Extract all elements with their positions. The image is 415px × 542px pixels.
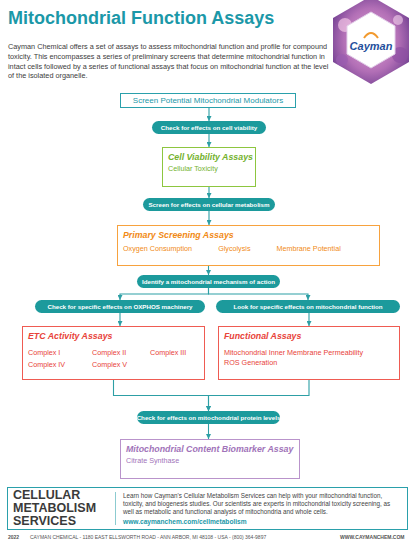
footer-address: CAYMAN CHEMICAL - 1180 EAST ELLSWORTH RO… bbox=[30, 534, 310, 540]
assay-item: ROS Generation bbox=[224, 358, 394, 368]
step-pill: Check for effects on mitochondrial prote… bbox=[137, 411, 280, 424]
assay-item: Complex III bbox=[150, 348, 199, 358]
cell-image bbox=[393, 15, 403, 25]
step-label-group: Check for effects on cell viability bbox=[161, 124, 257, 131]
services-title: CELLULAR METABOLISM SERVICES bbox=[13, 489, 111, 528]
services-band: CELLULAR METABOLISM SERVICES Learn how Ca… bbox=[7, 487, 408, 530]
assay-list: Complex IComplex IIComplex III Complex IV… bbox=[28, 348, 199, 370]
assay-list: Oxygen Consumption Glycolysis Membrane Pot… bbox=[123, 244, 374, 254]
page-title: Mitochondrial Function Assays bbox=[8, 8, 274, 29]
step-label: Screen for effects on cellular metabolis… bbox=[148, 201, 269, 208]
flow-arrow bbox=[209, 288, 309, 300]
cell-image bbox=[336, 54, 348, 66]
assay-item: Oxygen Consumption bbox=[123, 244, 192, 254]
assay-title: Mitochondrial Content Biomarker Assay bbox=[126, 444, 294, 455]
step-pill: Check for effects on cell viability bbox=[152, 121, 266, 134]
step-pill: Screen for effects on cellular metabolis… bbox=[143, 198, 275, 211]
intro-paragraph: Cayman Chemical offers a set of assays t… bbox=[8, 42, 330, 81]
step-pill: Check for specific effects on OXPHOS mac… bbox=[35, 300, 205, 313]
step-label-group: Look for specific effects on mitochondri… bbox=[233, 303, 382, 310]
flow-arrow bbox=[209, 380, 310, 411]
assay-item: Glycolysis bbox=[218, 244, 250, 254]
step-label: Check for effects on mitochondrial prote… bbox=[137, 414, 281, 421]
assay-item: Complex V bbox=[92, 360, 150, 370]
footer-year: 2022 bbox=[8, 534, 28, 540]
assay-list: Citrate Synthase bbox=[126, 456, 294, 466]
step-label: Check for specific effects on OXPHOS mac… bbox=[47, 303, 192, 310]
assay-title: Functional Assays bbox=[224, 331, 394, 342]
logo-mark bbox=[364, 33, 378, 38]
cell-image bbox=[338, 18, 352, 32]
step-label: Check for effects on cell viability bbox=[161, 124, 257, 131]
step-label-group: Identify a mitochondrial mechanism of ac… bbox=[142, 278, 275, 285]
assay-box: Primary Screening AssaysOxygen Consumpti… bbox=[117, 225, 380, 266]
step-label-group: Screen for effects on cellular metabolis… bbox=[148, 201, 269, 208]
assay-item: Complex II bbox=[92, 348, 150, 358]
assay-list: Cellular Toxicity bbox=[168, 164, 250, 174]
cell-image bbox=[392, 47, 408, 63]
step-label: Identify a mitochondrial mechanism of ac… bbox=[142, 278, 275, 285]
assay-item: Membrane Potential bbox=[276, 244, 340, 254]
assay-item: Mitochondrial Inner Membrane Permeabilit… bbox=[224, 348, 394, 358]
assay-box: ETC Activity AssaysComplex IComplex IICo… bbox=[22, 326, 205, 380]
logo-hexagon bbox=[333, 0, 409, 84]
flow-arrow bbox=[208, 424, 209, 439]
step-label-group: Check for specific effects on OXPHOS mac… bbox=[47, 303, 192, 310]
assay-title: ETC Activity Assays bbox=[28, 331, 199, 342]
assay-item: Citrate Synthase bbox=[126, 456, 294, 466]
step-label: Look for specific effects on mitochondri… bbox=[233, 303, 382, 310]
assay-title: Cell Viability Assays bbox=[168, 152, 250, 163]
assay-item: Complex I bbox=[28, 348, 92, 358]
services-description: Learn how Cayman's Cellular Metabolism S… bbox=[123, 492, 402, 516]
step-label: Screen Potential Mitochondrial Modulator… bbox=[133, 96, 283, 105]
assay-item: Complex IV bbox=[28, 360, 92, 370]
assay-title: Primary Screening Assays bbox=[123, 230, 374, 241]
flow-arrow bbox=[120, 288, 209, 300]
flow-arrow bbox=[114, 380, 209, 411]
assay-box: Mitochondrial Content Biomarker AssayCit… bbox=[120, 439, 300, 479]
assay-box: Cell Viability AssaysCellular Toxicity bbox=[162, 147, 256, 187]
flow-arrow bbox=[208, 187, 209, 198]
flow-arrow bbox=[119, 313, 120, 326]
flow-arrow bbox=[208, 266, 209, 275]
step-label-group: Screen Potential Mitochondrial Modulator… bbox=[133, 96, 283, 105]
flow-arrow bbox=[208, 211, 209, 225]
step-pill: Identify a mitochondrial mechanism of ac… bbox=[137, 275, 280, 288]
flow-arrow bbox=[208, 134, 209, 147]
flow-arrow bbox=[308, 313, 309, 326]
start-box: Screen Potential Mitochondrial Modulator… bbox=[120, 93, 296, 108]
assay-box: Functional AssaysMitochondrial Inner Mem… bbox=[218, 326, 400, 380]
logo-wordmark: Cayman bbox=[341, 40, 401, 52]
footer-website: WWW.CAYMANCHEM.COM bbox=[340, 534, 410, 540]
flow-arrow bbox=[208, 108, 209, 121]
services-text-column: Learn how Cayman's Cellular Metabolism S… bbox=[115, 492, 402, 525]
step-pill: Look for specific effects on mitochondri… bbox=[216, 300, 400, 313]
assay-list: Mitochondrial Inner Membrane Permeabilit… bbox=[224, 348, 394, 368]
web-link: www.caymanchem.com/cellmetabolism bbox=[123, 518, 402, 525]
step-label-group: Check for effects on mitochondrial prote… bbox=[137, 414, 281, 421]
assay-item: Cellular Toxicity bbox=[168, 164, 250, 174]
